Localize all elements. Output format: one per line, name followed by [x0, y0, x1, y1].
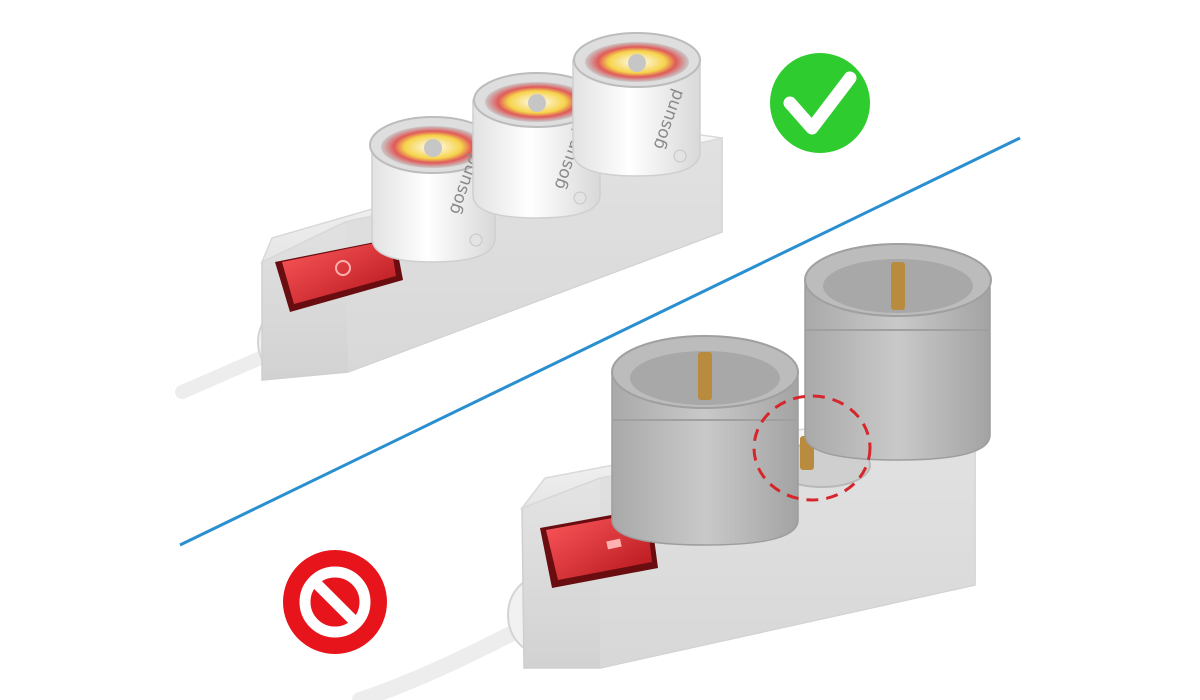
power-cable-bottom: [352, 617, 536, 700]
correct-usage-scene: gosund gosund gosund: [175, 32, 870, 399]
diagonal-divider: [179, 136, 1021, 547]
power-switch-top: [275, 238, 403, 312]
prohibit-badge: [283, 550, 387, 654]
smart-plug-1: gosund: [369, 116, 497, 263]
smart-plug-3: gosund: [572, 32, 701, 177]
smart-plug-2: gosund: [472, 72, 601, 219]
prohibited-icon: [299, 566, 371, 638]
grey-adapter-front: [611, 335, 799, 546]
blocked-area-highlight: [752, 394, 872, 502]
grey-adapter-back: [804, 243, 992, 461]
check-icon: [783, 71, 857, 135]
incorrect-usage-scene: [283, 243, 992, 700]
check-badge: [770, 53, 870, 153]
